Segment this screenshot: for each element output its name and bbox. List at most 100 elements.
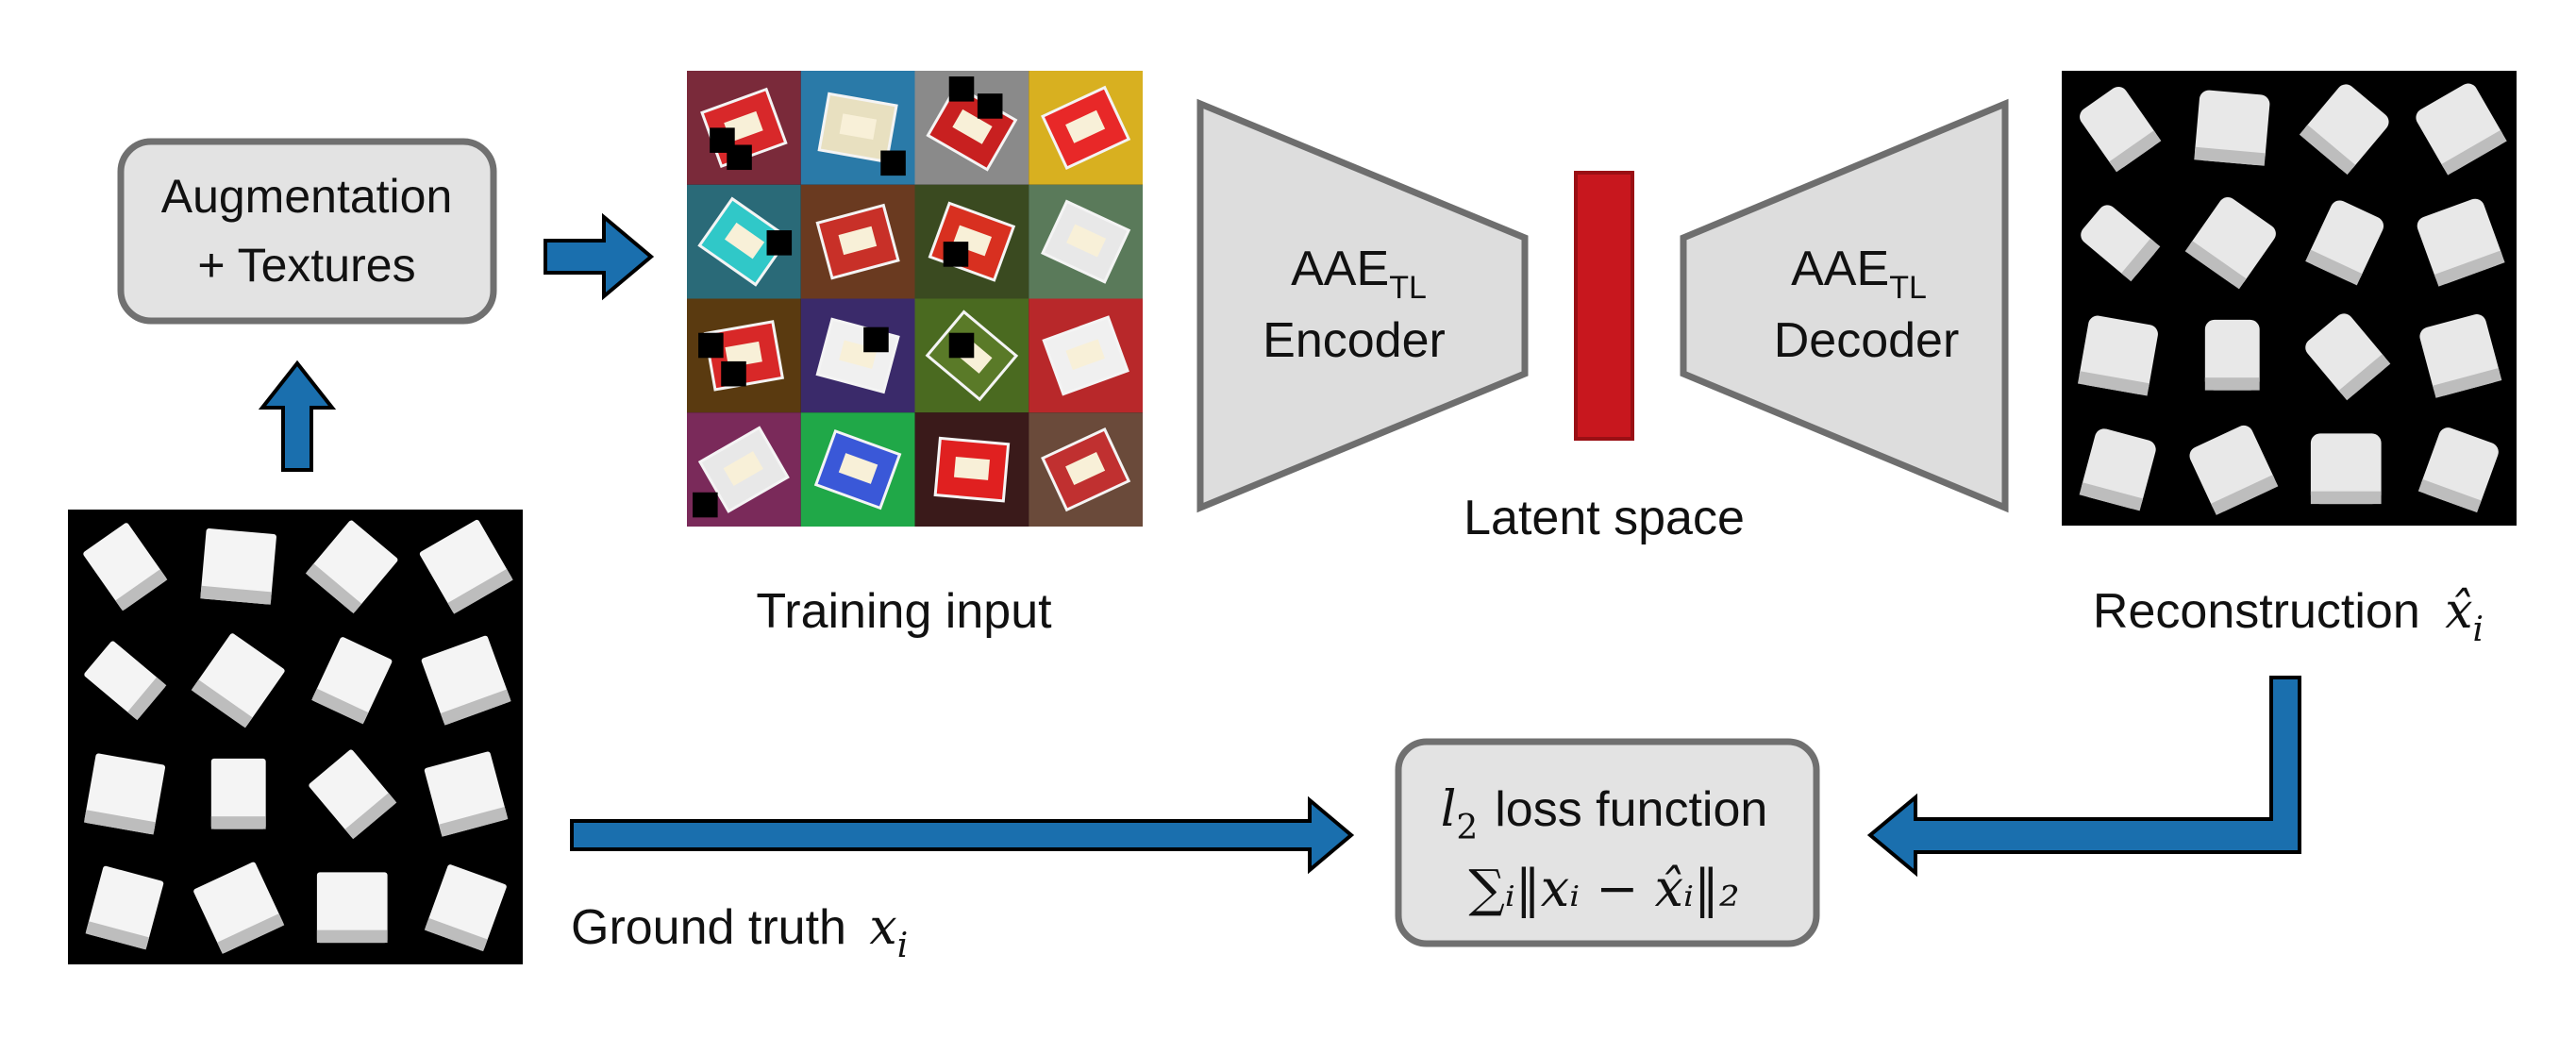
ground-truth-subscript: i — [897, 927, 909, 965]
reconstruction-object — [2417, 198, 2505, 287]
loss-formula: ∑ᵢ‖xᵢ − x̂ᵢ‖₂ — [1468, 859, 1739, 918]
mosaic-occlusion — [977, 93, 1003, 119]
ground-truth-object — [305, 520, 398, 614]
mosaic-object-label — [725, 341, 762, 368]
reconstruction-object — [2080, 86, 2162, 173]
encoder-title: AAETL — [1291, 242, 1427, 306]
ground-truth-caption: Ground truth xi — [571, 899, 908, 965]
reconstruction-subscript: i — [2473, 611, 2484, 649]
reconstruction-object-side — [2305, 249, 2363, 286]
mosaic-occlusion — [863, 326, 889, 353]
ground-truth-object — [85, 865, 164, 950]
ground-truth-object — [191, 633, 285, 728]
ground-truth-objects — [83, 519, 513, 954]
mosaic-object-label — [838, 226, 878, 256]
reconstruction-object — [2419, 314, 2502, 398]
up-arrow — [258, 360, 337, 472]
latent-space-bar — [1574, 171, 1634, 441]
reconstruction-image — [2062, 71, 2517, 526]
mosaic-object — [817, 92, 898, 164]
mosaic-object — [1041, 427, 1131, 512]
reconstruction-object — [2079, 428, 2156, 511]
mosaic-object — [1041, 199, 1131, 284]
mosaic-occlusion — [766, 230, 793, 256]
reconstruction-objects — [2077, 83, 2507, 515]
ground-truth-object — [193, 862, 285, 954]
reconstruction-object — [2310, 433, 2382, 505]
reconstruction-object — [2299, 84, 2389, 176]
ground-truth-object — [419, 519, 513, 614]
reconstruction-object-side — [2299, 125, 2356, 176]
loss-subscript: 2 — [1456, 809, 1478, 847]
mosaic-occlusion — [948, 332, 975, 359]
encoder-name: AAE — [1291, 242, 1389, 296]
ground-truth-object-side — [424, 917, 488, 952]
reconstruction-caption: Reconstruction x̂i — [2093, 583, 2484, 649]
ground-truth-object-side — [305, 563, 362, 614]
mosaic-occlusion — [693, 492, 718, 518]
mosaic-object-label — [953, 457, 990, 480]
mosaic-object-label — [1065, 109, 1106, 143]
mosaic-occlusion — [721, 360, 746, 387]
mosaic-object — [933, 436, 1011, 503]
reconstruction-object-side — [2441, 129, 2507, 176]
ground-truth-object-side — [85, 921, 150, 950]
reconstruction-symbol: x̂ — [2445, 583, 2472, 640]
ground-truth-object-side — [217, 913, 285, 954]
mosaic-object-label — [952, 225, 993, 257]
ground-truth-object — [84, 641, 167, 721]
decoder-label: Decoder — [1774, 313, 1960, 368]
reconstruction-caption-text: Reconstruction — [2093, 584, 2420, 639]
training-input-caption: Training input — [756, 584, 1052, 639]
encoder-label: Encoder — [1263, 313, 1446, 368]
ground-truth-object — [316, 872, 388, 944]
reconstruction-object-side — [2433, 367, 2502, 398]
reconstruction-object-face — [2195, 90, 2270, 165]
augmentation-label-line2: + Textures — [197, 239, 415, 292]
reconstruction-object-side — [2121, 238, 2161, 282]
ground-truth-object — [311, 637, 393, 725]
mosaic-occlusion — [727, 144, 752, 171]
mosaic-object-label — [724, 222, 765, 260]
reconstruction-object — [2189, 425, 2279, 515]
ground-truth-object-side — [191, 679, 253, 728]
reconstruction-object-side — [2417, 478, 2482, 513]
ground-truth-object-face — [210, 758, 266, 829]
mosaic-object-label — [723, 451, 763, 487]
mosaic-occlusion — [948, 76, 975, 102]
ground-truth-object-side — [440, 689, 511, 726]
latent-space-caption: Latent space — [1464, 491, 1745, 545]
reconstruction-object-side — [2338, 354, 2391, 401]
augmentation-box: Augmentation + Textures — [117, 138, 497, 325]
ground-truth-object-side — [200, 585, 272, 605]
mosaic-object — [1042, 315, 1129, 396]
ground-truth-object-side — [127, 677, 167, 721]
reconstruction-object-side — [2079, 482, 2144, 511]
ground-truth-object-face — [200, 528, 276, 605]
augmentation-box-frame — [117, 138, 497, 325]
ground-truth-object — [210, 758, 266, 829]
mosaic-object — [697, 426, 790, 513]
reconstruction-object — [2081, 205, 2161, 282]
mosaic-object-label — [839, 113, 878, 141]
reconstruction-object — [2077, 315, 2158, 396]
mosaic-occlusion — [698, 332, 724, 359]
decoder-name: AAE — [1791, 242, 1889, 296]
ground-truth-object — [421, 635, 511, 726]
ground-truth-object-side — [447, 568, 513, 614]
ground-truth-to-loss-arrow — [570, 795, 1355, 875]
mosaic-object-label — [1066, 224, 1107, 258]
augmentation-label-line1: Augmentation — [161, 170, 453, 223]
ground-truth-object-side — [439, 806, 509, 837]
ground-truth-object-side — [210, 816, 266, 829]
mosaic-object-label — [952, 109, 993, 144]
mosaic-object — [813, 428, 902, 511]
reconstruction-object — [2204, 319, 2260, 391]
encoder-trapezoid — [1196, 98, 1529, 513]
reconstruction-object-side — [2184, 241, 2247, 290]
reconstruction-object-side — [2077, 371, 2149, 396]
reconstruction-object-side — [2109, 130, 2162, 173]
decoder-subscript: TL — [1889, 270, 1927, 306]
